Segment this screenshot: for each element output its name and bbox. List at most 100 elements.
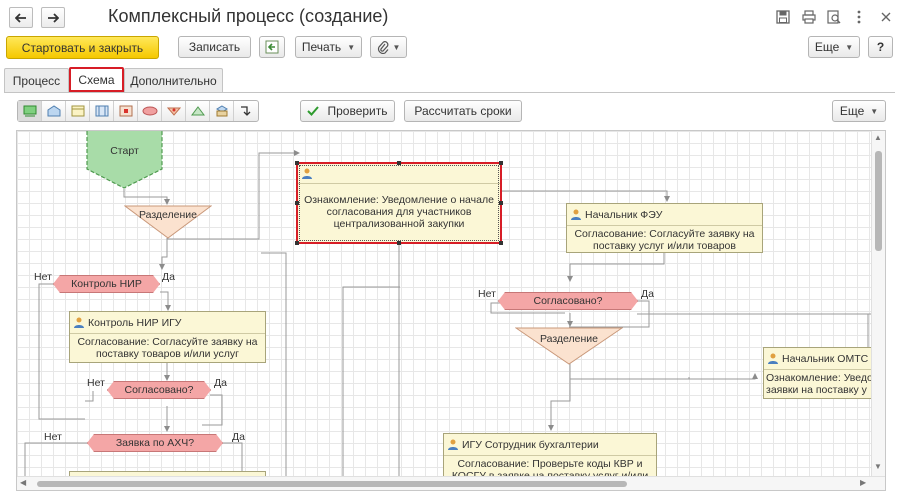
resize-handle[interactable] [295,201,299,205]
tab-process[interactable]: Процесс [4,68,69,92]
vertical-scrollbar[interactable]: ▲ ▼ [871,131,885,490]
scroll-down-icon[interactable]: ▼ [874,462,882,471]
split-node-2[interactable]: Разделение [515,327,623,365]
more-button[interactable]: Еще▼ [808,36,860,58]
chevron-down-icon: ▼ [870,106,879,116]
task-feu[interactable]: Начальник ФЭУ Согласование: Согласуйте з… [566,203,763,253]
task-feu-body: Согласование: Согласуйте заявку на поста… [574,228,755,252]
tool-merge-button[interactable] [186,101,210,121]
tool-connector-button[interactable] [234,101,258,121]
scroll-right-icon[interactable]: ▶ [860,478,867,487]
task-nir-title: Контроль НИР ИГУ [88,316,182,329]
start-node[interactable]: Старт [86,131,163,189]
condition-agreed-1-label: Согласовано? [124,384,194,396]
resize-handle[interactable] [499,161,503,165]
split-node-1[interactable]: Разделение [124,205,212,239]
back-button[interactable] [9,7,33,28]
task-accountant-title: ИГУ Сотрудник бухгалтерии [462,438,599,451]
check-label: Проверить [327,104,388,118]
diagram-canvas[interactable]: Старт Разделение Контроль НИР Нет Да Кон… [16,130,886,491]
user-icon [571,209,581,220]
horizontal-scroll-thumb[interactable] [37,481,627,487]
more-vertical-icon[interactable] [851,9,867,25]
split-label-2: Разделение [539,333,599,345]
print-button[interactable]: Печать▼ [295,36,362,58]
task-omts[interactable]: Начальник ОМТС Ознакомление: Уведом заяв… [763,347,880,399]
ahch-no-label: Нет [44,431,62,443]
task-notice-selected[interactable]: Ознакомление: Уведомление о начале согла… [296,162,502,244]
preview-icon[interactable] [826,9,842,25]
tool-select-button[interactable] [18,101,42,121]
tool-split-button[interactable] [162,101,186,121]
condition-agreed-2[interactable]: Согласовано? [498,292,638,310]
save-button[interactable]: Записать [178,36,251,58]
agreed2-no-label: Нет [478,288,496,300]
arrow-right-icon [48,12,59,23]
help-button[interactable]: ? [868,36,893,58]
agreed1-no-label: Нет [87,377,105,389]
start-label: Старт [110,145,139,157]
calculate-terms-button[interactable]: Рассчитать сроки [404,100,522,122]
close-icon[interactable] [878,9,894,25]
window-title: Комплексный процесс (создание) [108,6,389,26]
post-button[interactable] [259,36,285,58]
resize-handle[interactable] [499,201,503,205]
split-label-1: Разделение [138,209,198,221]
attachments-button[interactable]: ▼ [370,36,407,58]
printer-icon[interactable] [801,9,817,25]
condition-nir-label: Контроль НИР [71,278,142,290]
post-icon [265,40,279,54]
resize-handle[interactable] [295,241,299,245]
save-icon[interactable] [775,9,791,25]
resize-handle[interactable] [397,241,401,245]
tab-additional[interactable]: Дополнительно [124,68,223,92]
resize-handle[interactable] [499,241,503,245]
scroll-up-icon[interactable]: ▲ [874,133,882,142]
horizontal-scrollbar[interactable]: ◀ ▶ [17,476,885,490]
user-icon [302,168,312,179]
tool-processing-button[interactable] [114,101,138,121]
paperclip-icon [377,41,388,54]
condition-agreed-1[interactable]: Согласовано? [107,381,211,399]
tool-end-button[interactable] [42,101,66,121]
tool-action-button[interactable] [66,101,90,121]
tool-subprocess-button[interactable] [90,101,114,121]
check-button[interactable]: Проверить [300,100,395,122]
task-notice-body: Ознакомление: Уведомление о начале согла… [304,194,494,230]
forward-button[interactable] [41,7,65,28]
chevron-down-icon: ▼ [392,42,401,52]
end-shape-icon [47,105,60,117]
tool-group-button[interactable] [210,101,234,121]
arrow-left-icon [15,12,26,23]
vertical-scroll-thumb[interactable] [875,151,882,251]
merge-shape-icon [190,106,205,116]
start-and-close-button[interactable]: Стартовать и закрыть [6,36,159,59]
agreed2-yes-label: Да [641,288,654,300]
condition-ahch-label: Заявка по АХЧ? [115,437,195,449]
condition-ahch[interactable]: Заявка по АХЧ? [87,434,223,452]
scheme-more-button[interactable]: Еще▼ [832,100,886,122]
task-omts-title: Начальник ОМТС [782,352,869,365]
processing-shape-icon [119,105,132,117]
nir-no-label: Нет [34,271,52,283]
start-shape-icon [23,105,36,117]
user-icon [74,317,84,328]
resize-handle[interactable] [295,161,299,165]
task-nir-body: Согласование: Согласуйте заявку на поста… [77,336,258,360]
split-shape [515,327,623,365]
condition-nir[interactable]: Контроль НИР [53,275,160,293]
tab-divider [4,92,895,93]
print-label: Печать [301,40,342,54]
group-shape-icon [215,105,228,117]
tool-condition-button[interactable] [138,101,162,121]
scroll-left-icon[interactable]: ◀ [20,478,27,487]
task-nir-igu[interactable]: Контроль НИР ИГУ Согласование: Согласуйт… [69,311,266,363]
chevron-down-icon: ▼ [845,42,854,52]
condition-agreed-2-label: Согласовано? [533,295,603,307]
nir-yes-label: Да [162,271,175,283]
tab-scheme[interactable]: Схема [69,67,124,92]
agreed1-yes-label: Да [214,377,227,389]
shape-palette [17,100,259,122]
task-omts-body: Ознакомление: Уведом заявки на поставку … [766,372,881,396]
resize-handle[interactable] [397,161,401,165]
